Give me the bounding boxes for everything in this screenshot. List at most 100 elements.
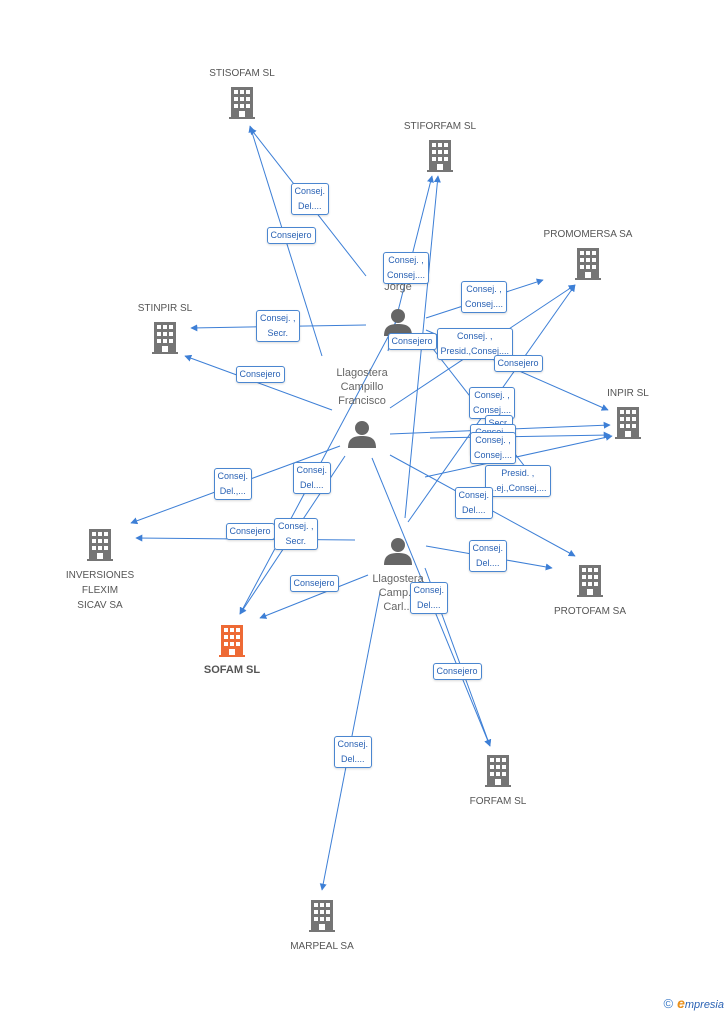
relation-label-line: Presid.,Consej.... [440, 346, 510, 356]
company-label-promomersa[interactable]: PROMOMERSA SA [544, 227, 633, 242]
company-label-line: STISOFAM SL [209, 68, 275, 79]
person-label-line: Camp... [378, 587, 418, 599]
relation-label-l3[interactable]: Consej. , Consej.... [383, 252, 430, 284]
company-label-stisofam[interactable]: STISOFAM SL [209, 66, 275, 81]
relation-label-line: Consej. [472, 543, 504, 553]
person-icon-francisco[interactable] [348, 421, 376, 448]
relation-label-l22[interactable]: Consej. Del.... [409, 582, 449, 614]
relation-label-line: Consejero [229, 525, 271, 536]
relation-label-line: Consej. , [260, 313, 296, 323]
company-label-line: FORFAM SL [469, 796, 527, 807]
relation-label-line: Consej. , [457, 331, 493, 341]
relation-label-l19[interactable]: Consej. ,Secr. [274, 518, 318, 550]
relation-label-line: Consej. [217, 471, 249, 481]
company-label-stinpir[interactable]: STINPIR SL [138, 301, 192, 316]
building-icon-stinpir[interactable] [152, 322, 178, 354]
person-label-line: Campillo [340, 381, 384, 393]
building-icon-protofam[interactable] [577, 565, 603, 597]
company-label-protofam[interactable]: PROTOFAM SA [554, 604, 626, 619]
relation-label-line: Consej.... [387, 270, 426, 280]
person-label-line: Francisco [338, 395, 386, 407]
relation-label-line: Presid. , [501, 468, 535, 478]
relation-label-line: Consej. [296, 465, 328, 475]
building-icon-stisofam[interactable] [229, 87, 255, 119]
relation-label-line: ...ej.,Consej.... [489, 483, 547, 493]
relation-label-line: Consej. [294, 186, 326, 196]
relation-label-line: Consej. [337, 739, 369, 749]
relation-label-line: Del.... [462, 505, 486, 515]
relation-label-l17[interactable]: Consej. Del.... [454, 487, 494, 519]
company-label-sofam[interactable]: SOFAM SL [204, 663, 260, 678]
edge-line-17 [429, 431, 611, 439]
building-icon-inversiones[interactable] [87, 529, 113, 561]
building-icon-forfam[interactable] [485, 755, 511, 787]
building-icon-promomersa[interactable] [575, 248, 601, 280]
relation-label-l9[interactable]: Consejero [493, 354, 543, 372]
building-icon-marpeal[interactable] [309, 900, 335, 932]
building-icon-sofam[interactable] [219, 625, 245, 657]
brand-footer[interactable]: ©empresia [663, 995, 724, 1011]
company-label-line: INPIR SL [607, 388, 649, 399]
relation-label-line: Secr. [488, 417, 510, 428]
relation-label-line: Consej. [413, 585, 445, 595]
company-label-line: STINPIR SL [137, 303, 193, 314]
person-icon-jorge[interactable] [384, 309, 412, 336]
relation-label-line: Consej. , [466, 284, 502, 294]
brand-name: mpresia [684, 999, 724, 1011]
company-label-line: SOFAM SL [203, 664, 261, 676]
person-label-line: Jorge [384, 281, 412, 293]
relation-label-l20[interactable]: Consejero [289, 574, 339, 592]
edge-layer [130, 125, 613, 891]
relation-label-line: Consejero [391, 335, 433, 346]
relation-label-line: Secr. [285, 536, 307, 546]
copyright-icon: © [663, 996, 674, 1011]
edge-line-6 [184, 354, 333, 411]
relation-label-l23[interactable]: Consejero [432, 662, 482, 680]
relation-label-l21[interactable]: Consej. Del.... [468, 540, 508, 572]
icon-layer [87, 87, 641, 932]
relation-label-line: Consej. , [388, 255, 424, 265]
company-label-forfam[interactable]: FORFAM SL [470, 794, 527, 809]
relation-label-line: Consej.... [474, 450, 513, 460]
building-icon-inpir[interactable] [615, 407, 641, 439]
relation-label-line: Secr. [267, 328, 289, 338]
relation-label-l24[interactable]: Consej.Del.... [333, 736, 373, 768]
relation-label-l4[interactable]: Consej. ,Consej.... [461, 281, 508, 313]
relation-label-line: Del.,... [219, 486, 246, 496]
relation-label-l10[interactable]: Consej. ,Consej.... [469, 387, 516, 419]
relation-label-l2[interactable]: Consejero [266, 226, 316, 244]
brand-logo-initial: e [677, 995, 685, 1011]
building-icon-stiforfam[interactable] [427, 140, 453, 172]
person-label-line: Llagostera [336, 367, 388, 379]
company-label-line: PROMOMERSA SA [543, 229, 633, 240]
relation-label-line: Consejero [497, 357, 539, 368]
relation-label-line: Consejero [270, 229, 312, 240]
company-label-line: PROTOFAM SA [553, 606, 627, 617]
relation-label-l5[interactable]: Consej. , Secr. [256, 310, 300, 342]
company-label-inpir[interactable]: INPIR SL [607, 386, 649, 401]
relation-label-line: Del.... [476, 558, 500, 568]
relation-label-l16[interactable]: Consej. Del.... [292, 462, 332, 494]
company-label-line: MARPEAL SA [290, 941, 354, 952]
company-label-marpeal[interactable]: MARPEAL SA [290, 939, 354, 954]
relation-label-line: Consej.... [473, 405, 512, 415]
relation-label-l18[interactable]: Consejero [225, 522, 275, 540]
company-label-stiforfam[interactable]: STIFORFAM SL [404, 119, 476, 134]
relation-label-l8[interactable]: Consejero [387, 332, 437, 350]
edge-line-18 [424, 433, 613, 478]
relation-label-line: Del.... [417, 600, 441, 610]
relation-label-l7[interactable]: Consejero [235, 365, 285, 383]
relation-label-line: Del.... [298, 201, 322, 211]
relation-label-line: Consej. [458, 490, 490, 500]
relation-label-l14[interactable]: Presid. , ...ej.,Consej.... [485, 465, 551, 497]
relation-label-l15[interactable]: Consej. Del.,... [213, 468, 253, 500]
relation-label-l13[interactable]: Consej. ,Consej.... [470, 432, 517, 464]
relation-label-l1[interactable]: Consej. Del.... [290, 183, 330, 215]
relation-label-line: Del.... [300, 480, 324, 490]
person-icon-carlos[interactable] [384, 538, 412, 565]
person-label-line: Carl... [383, 601, 413, 613]
company-label-line: STIFORFAM SL [403, 121, 477, 132]
